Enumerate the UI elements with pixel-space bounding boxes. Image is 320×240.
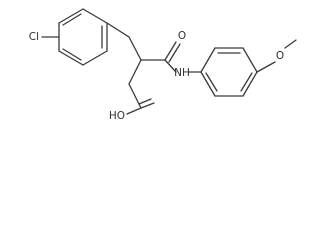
bond — [200, 71, 216, 97]
o-methyl-bond — [284, 39, 297, 49]
chlorine-label: Cl — [29, 31, 39, 43]
c-n-bond — [164, 59, 177, 73]
bond — [242, 71, 258, 97]
ether-oxygen-label: O — [276, 50, 284, 62]
bond — [58, 50, 84, 66]
double-bond-inner — [62, 13, 82, 26]
bond — [200, 47, 216, 73]
ring-ch2-bond — [106, 22, 130, 38]
acid-co-double — [140, 102, 155, 109]
double-bond-inner — [205, 72, 218, 92]
double-bond-inner — [240, 72, 253, 92]
methoxyphenyl-ring — [200, 47, 258, 97]
acid-co-double — [138, 98, 152, 105]
amide-oxygen-label: O — [178, 30, 186, 42]
ch2-ch-bond — [128, 36, 142, 61]
chemical-structure: Cl O NH O HO — [29, 8, 297, 122]
bond — [82, 8, 108, 24]
amide-nh-label: NH — [174, 67, 190, 79]
amide-co-double — [164, 41, 177, 61]
hydroxyl-label: HO — [109, 110, 125, 122]
acid-c-oh-bond — [126, 107, 142, 115]
bond — [58, 8, 84, 24]
bond — [242, 47, 258, 73]
amide-co-double — [168, 43, 181, 63]
ch-ch2-bond — [128, 59, 142, 85]
ring-o-bond — [256, 61, 276, 73]
bond — [82, 50, 108, 66]
chlorophenyl-ring — [58, 8, 108, 66]
double-bond-inner — [62, 48, 82, 61]
